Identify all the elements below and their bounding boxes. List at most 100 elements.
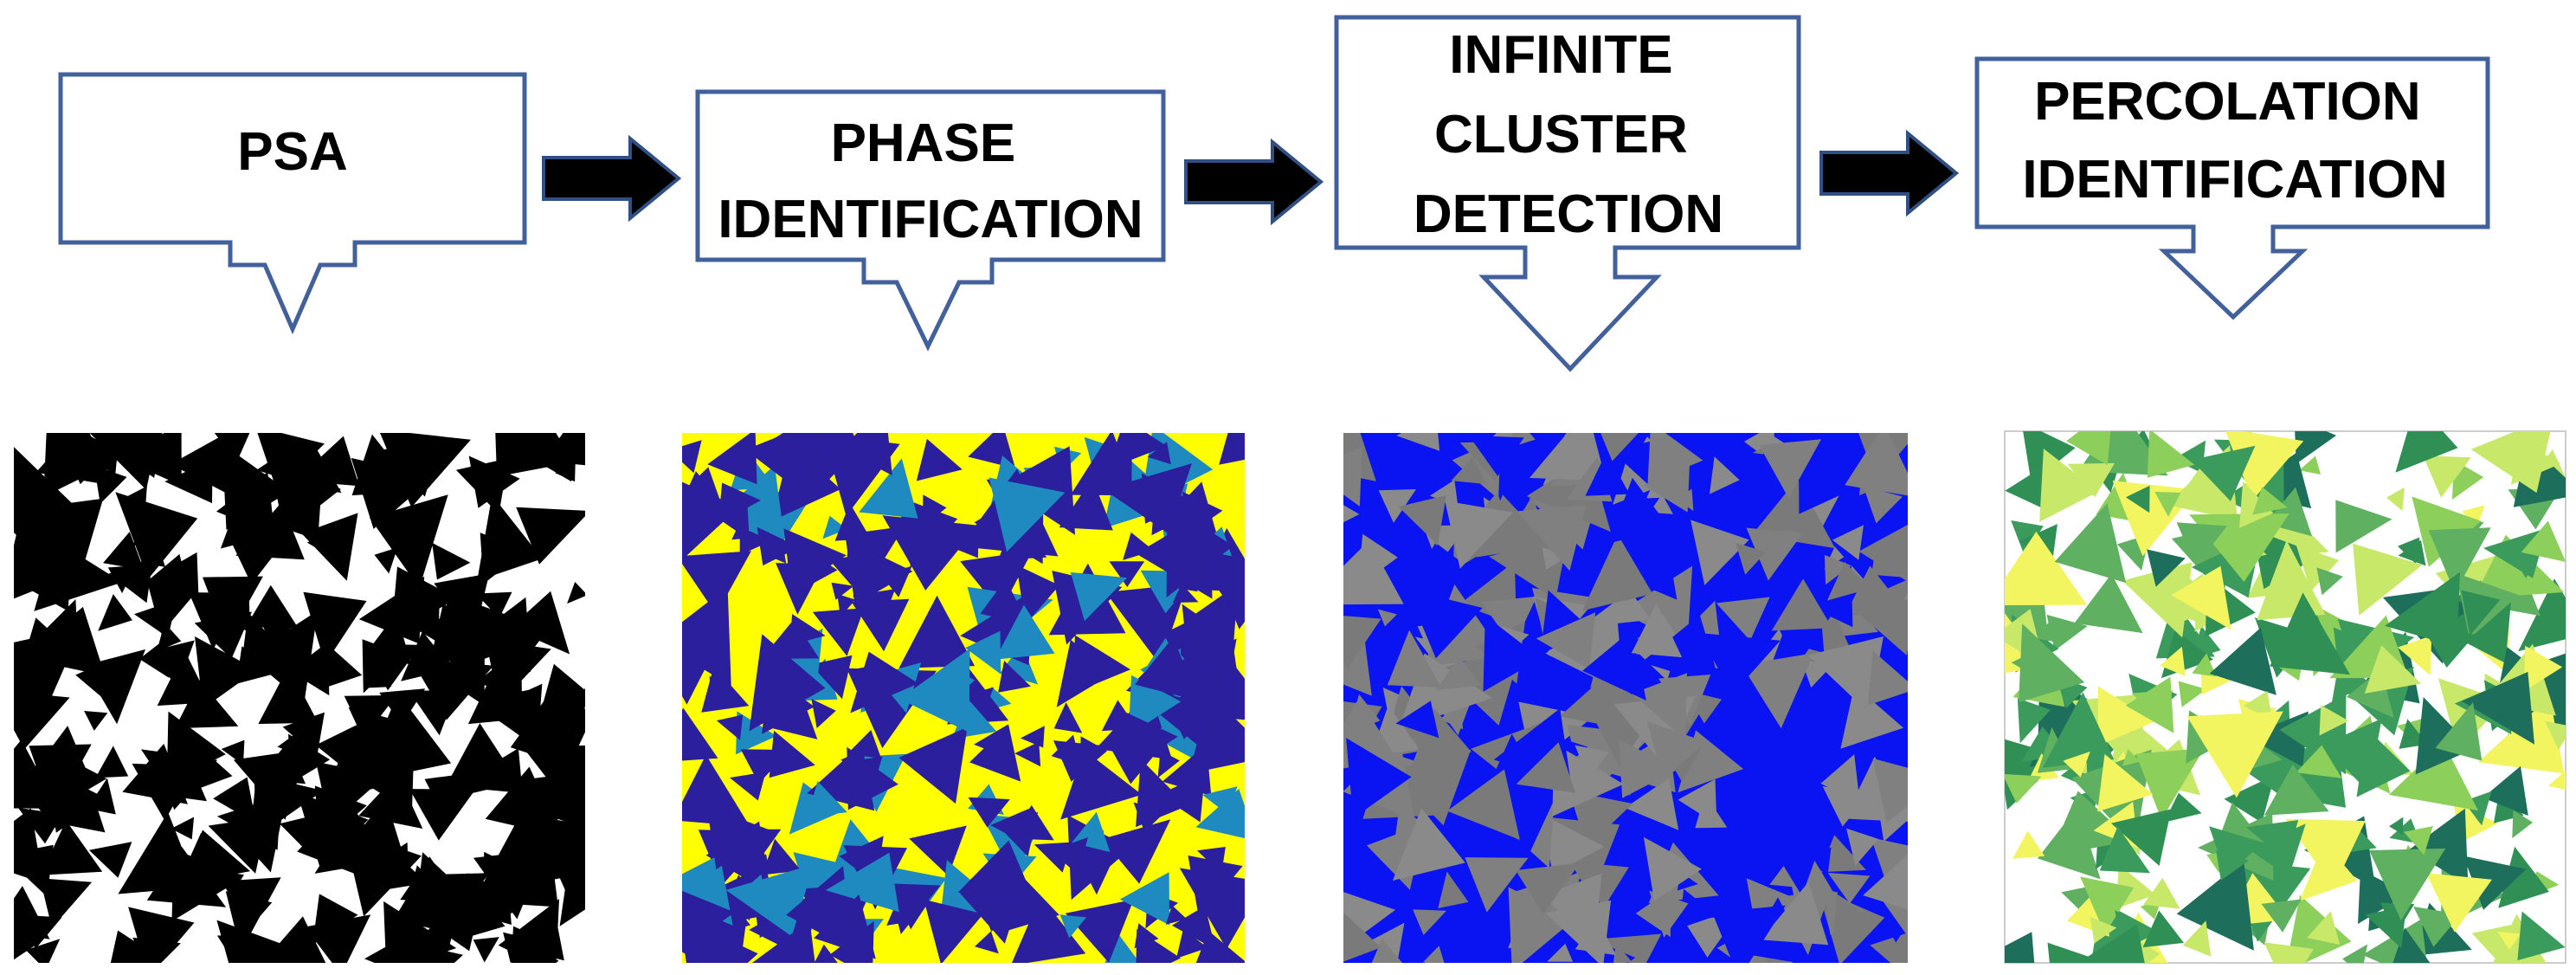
particle [898,595,976,668]
particle [1371,939,1403,963]
particle [1828,597,1878,638]
particle [424,773,465,814]
particle [749,634,826,732]
particle [1619,739,1678,798]
particle [1676,488,1694,512]
particle [1679,888,1717,929]
particle [2307,911,2341,945]
particle [1446,769,1520,840]
particle [1787,622,1825,653]
step-percolation-line-2: IDENTIFICATION [2022,150,2447,210]
particle [1169,567,1198,592]
particle [40,878,93,928]
particle [531,816,585,899]
particle [1065,899,1134,963]
particle [216,796,281,850]
particle [963,687,995,713]
particle [1119,872,1170,926]
particle [2335,500,2392,553]
particle [1398,495,1446,546]
particle [467,665,543,725]
particle [2498,846,2549,908]
particle [916,438,963,481]
particle [1574,862,1629,908]
particle [1059,914,1086,939]
particle [523,745,585,812]
particle [814,894,876,959]
particle [2063,751,2090,778]
particle [248,610,318,703]
particle [2171,565,2231,630]
particle [216,920,285,963]
particle [1395,701,1439,739]
particle [1182,604,1229,667]
particle [1607,477,1671,544]
particle [1159,772,1206,823]
particle [1188,693,1245,774]
particle [2209,627,2277,695]
particle [1476,494,1550,558]
particle [2245,820,2299,862]
particle [2517,911,2566,961]
particle [2353,543,2423,616]
particle [503,932,530,963]
particle [1740,449,1786,485]
particle [1649,890,1689,938]
particle [235,502,305,560]
particle [1448,833,1491,870]
particle [762,838,802,875]
particle [1840,685,1903,749]
particle [1051,734,1082,766]
particle [1133,802,1167,832]
particle [125,486,147,514]
particle [995,604,1055,660]
particle [344,694,397,738]
particle [195,636,257,709]
step-percolation-line-1: PERCOLATION [2034,72,2421,132]
particle [1465,857,1529,913]
particle [2050,791,2132,856]
particle [2389,817,2404,835]
particle [93,466,127,504]
flow-arrow-2 [1184,138,1324,226]
particle [1165,905,1187,925]
particle [42,771,80,798]
particle [236,646,280,684]
infinite-image-particles [1343,433,1908,963]
panel-percolation-image [2004,430,2566,964]
particle [14,447,72,532]
particle [2521,520,2566,562]
particle [1011,895,1086,963]
particle [1716,597,1770,641]
particle [2115,910,2137,937]
particle [2386,487,2405,511]
particle [1515,862,1581,914]
particle [1109,561,1145,587]
step-phase-line-2: IDENTIFICATION [718,190,1143,249]
particle [1631,673,1687,740]
particle [2090,917,2117,944]
particle [2019,623,2085,703]
particle [701,666,750,713]
particle [1798,437,1870,514]
particle [1552,743,1624,817]
particle [1343,913,1381,962]
particle [1647,433,1703,483]
particle [1343,505,1360,523]
particle [2042,692,2115,768]
particle [2257,539,2326,621]
particle [1760,815,1832,896]
particle [2175,456,2229,511]
particle [716,714,744,740]
particle [2154,492,2181,517]
particle [776,563,824,615]
particle [2385,571,2460,648]
particle [446,591,521,672]
particle [1157,750,1180,778]
particle [975,931,999,954]
step-phase-line-1: PHASE [831,113,1016,173]
particle [1176,929,1208,959]
particle [2415,697,2474,775]
particle [2342,944,2368,963]
particle [1529,433,1607,481]
